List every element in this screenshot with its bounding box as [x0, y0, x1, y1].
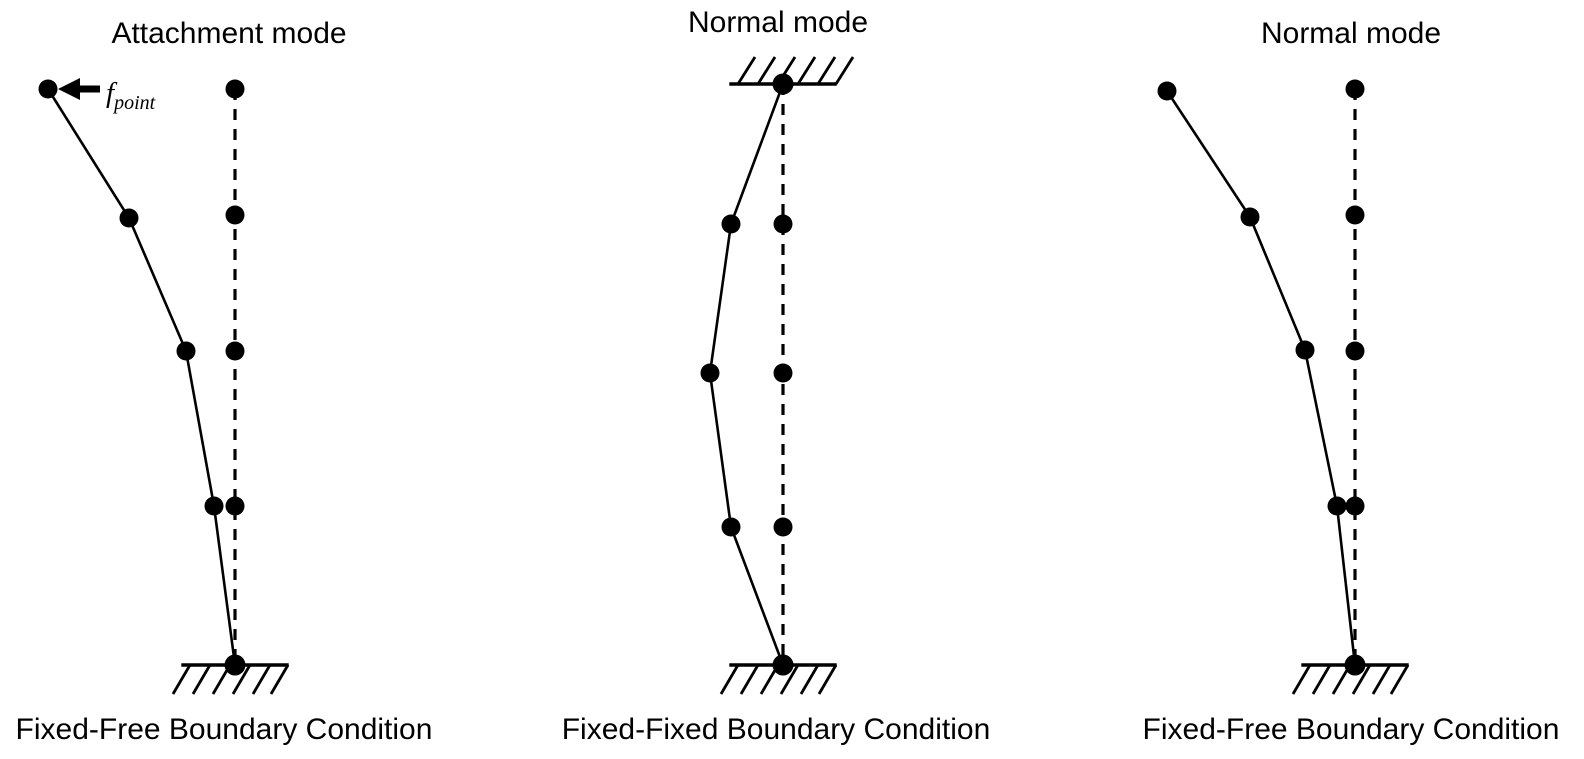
reference-node	[1345, 79, 1365, 99]
reference-node	[773, 517, 793, 537]
panel-title-2: Normal mode	[688, 6, 868, 39]
mode-node	[204, 496, 224, 516]
panel-caption-3: Fixed-Free Boundary Condition	[1143, 713, 1560, 746]
panel-title-1: Attachment mode	[111, 17, 346, 50]
mode-node	[1295, 340, 1315, 360]
panel-normal-mode-fixed-free: Normal mode Fixed-Free Boundary Co	[1143, 17, 1560, 746]
reference-node	[1345, 205, 1365, 225]
mode-node	[1327, 496, 1347, 516]
reference-node	[773, 214, 793, 234]
mode-node	[119, 208, 139, 228]
force-label: fpoint	[106, 77, 156, 114]
mode-shape-curve-2	[708, 82, 785, 667]
mode-node	[176, 341, 196, 361]
mode-node	[1240, 207, 1260, 227]
reference-node	[225, 205, 245, 225]
panel-normal-mode-fixed-fixed: Normal mode	[562, 6, 991, 746]
reference-node	[225, 341, 245, 361]
fixed-support-icon	[171, 663, 290, 695]
reference-node	[225, 79, 245, 99]
mode-node	[1157, 81, 1177, 101]
mode-shape-curve-3	[1165, 89, 1357, 667]
reference-node	[225, 496, 245, 516]
mode-node	[38, 79, 58, 99]
force-arrow-icon	[58, 78, 100, 100]
mode-node	[721, 517, 741, 537]
mode-node	[700, 363, 720, 383]
fixed-support-icon	[719, 663, 838, 695]
fixed-support-icon	[729, 56, 855, 86]
panel-caption-2: Fixed-Fixed Boundary Condition	[562, 713, 991, 746]
reference-node	[1345, 496, 1365, 516]
reference-node	[1345, 341, 1365, 361]
fixed-support-icon	[1291, 663, 1410, 695]
panel-title-3: Normal mode	[1261, 17, 1441, 50]
mode-shape-curve-1	[46, 87, 237, 667]
mode-node	[721, 214, 741, 234]
panel-attachment-mode-fixed-free: Attachment mode	[16, 17, 433, 746]
panel-caption-1: Fixed-Free Boundary Condition	[16, 713, 433, 746]
reference-node	[773, 363, 793, 383]
